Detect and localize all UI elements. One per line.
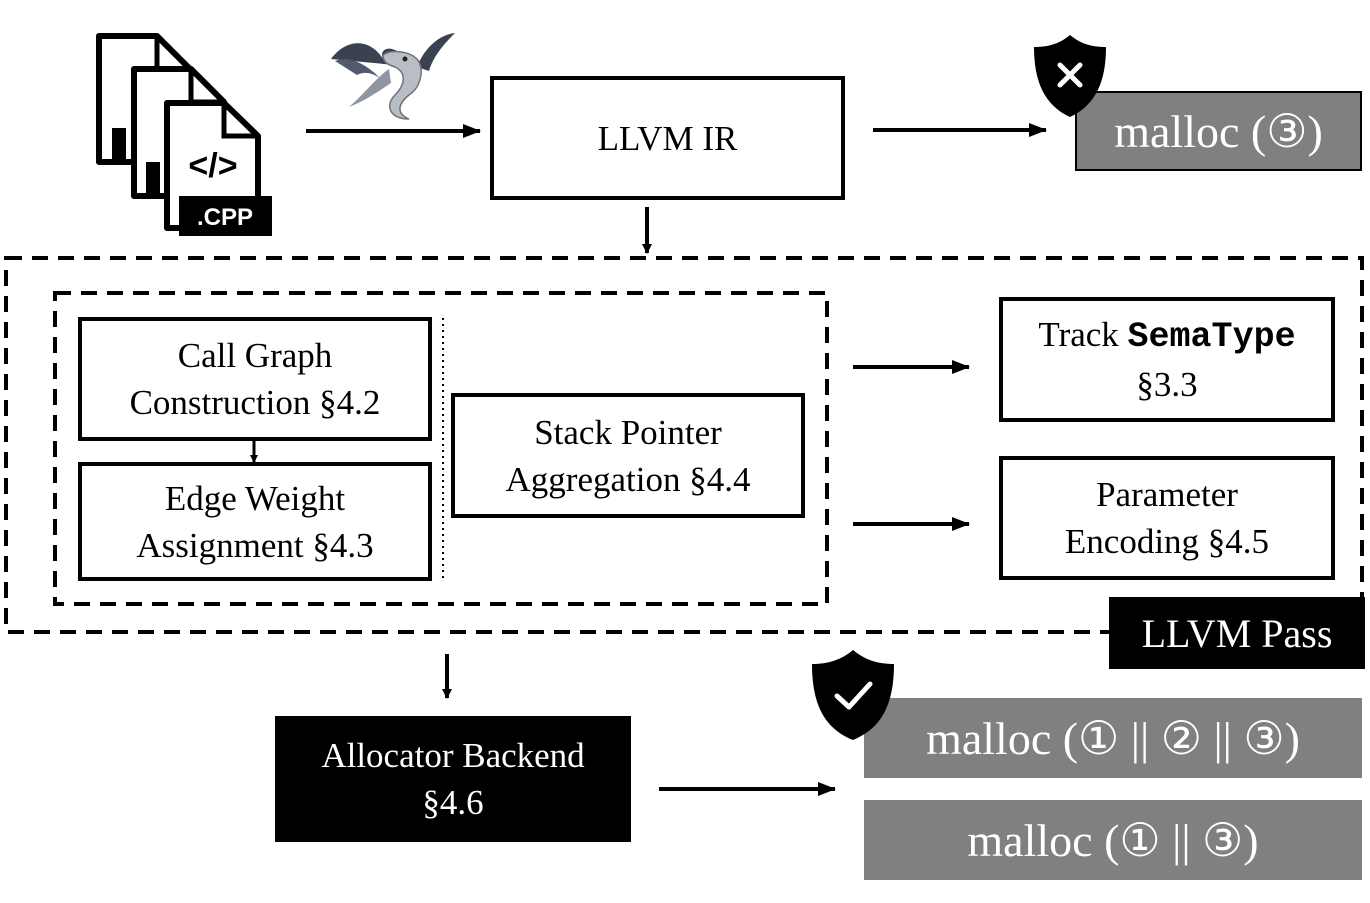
backend-line1: Allocator Backend [321, 736, 585, 775]
track-prefix: Track [1038, 315, 1128, 354]
shield-check-icon [812, 650, 894, 740]
analysis-group-region [53, 291, 829, 606]
edge-weight-box: Edge Weight Assignment §4.3 [78, 462, 432, 581]
llvm-pass-label: LLVM Pass [1109, 597, 1365, 669]
call-graph-line2: Construction §4.2 [129, 383, 381, 422]
safe-malloc-label-1: malloc (① || ② || ③) [926, 713, 1300, 764]
safe-malloc-label-2: malloc (① || ③) [967, 815, 1259, 866]
code-glyph: </> [188, 147, 237, 185]
stack-pointer-box: Stack Pointer Aggregation §4.4 [451, 393, 805, 518]
param-line2: Encoding §4.5 [1064, 522, 1270, 561]
track-section: §3.3 [1136, 365, 1198, 404]
llvm-pass-text: LLVM Pass [1141, 610, 1333, 656]
safe-malloc-box-2: malloc (① || ③) [864, 800, 1362, 880]
cpp-file-tag: .CPP [197, 204, 253, 231]
param-encoding-box: Parameter Encoding §4.5 [999, 456, 1335, 580]
call-graph-line1: Call Graph [177, 336, 333, 375]
backend-line2: §4.6 [422, 783, 484, 822]
llvm-ir-box: LLVM IR [490, 76, 845, 200]
allocator-backend-box: Allocator Backend §4.6 [275, 716, 631, 842]
llvm-ir-label: LLVM IR [597, 118, 738, 158]
cpp-files-icon: </> .CPP [96, 33, 272, 236]
unsafe-malloc-label: malloc (③) [1114, 106, 1323, 157]
llvm-dragon-icon [331, 33, 455, 120]
edge-weight-line2: Assignment §4.3 [136, 525, 374, 565]
sematype-code: SemaType [1127, 317, 1296, 357]
track-line1: Track SemaType [1038, 311, 1295, 361]
param-line1: Parameter [1096, 475, 1238, 514]
call-graph-box: Call Graph Construction §4.2 [78, 317, 432, 441]
edge-weight-line1: Edge Weight [164, 478, 346, 518]
shield-x-icon [1034, 35, 1106, 117]
stack-pointer-line2: Aggregation §4.4 [505, 459, 751, 499]
safe-malloc-box-1: malloc (① || ② || ③) [864, 698, 1362, 778]
stack-pointer-line1: Stack Pointer [534, 412, 722, 452]
unsafe-malloc-box: malloc (③) [1075, 91, 1362, 171]
llvm-pass-region [4, 256, 1364, 634]
track-sematype-box: Track SemaType §3.3 [999, 297, 1335, 422]
